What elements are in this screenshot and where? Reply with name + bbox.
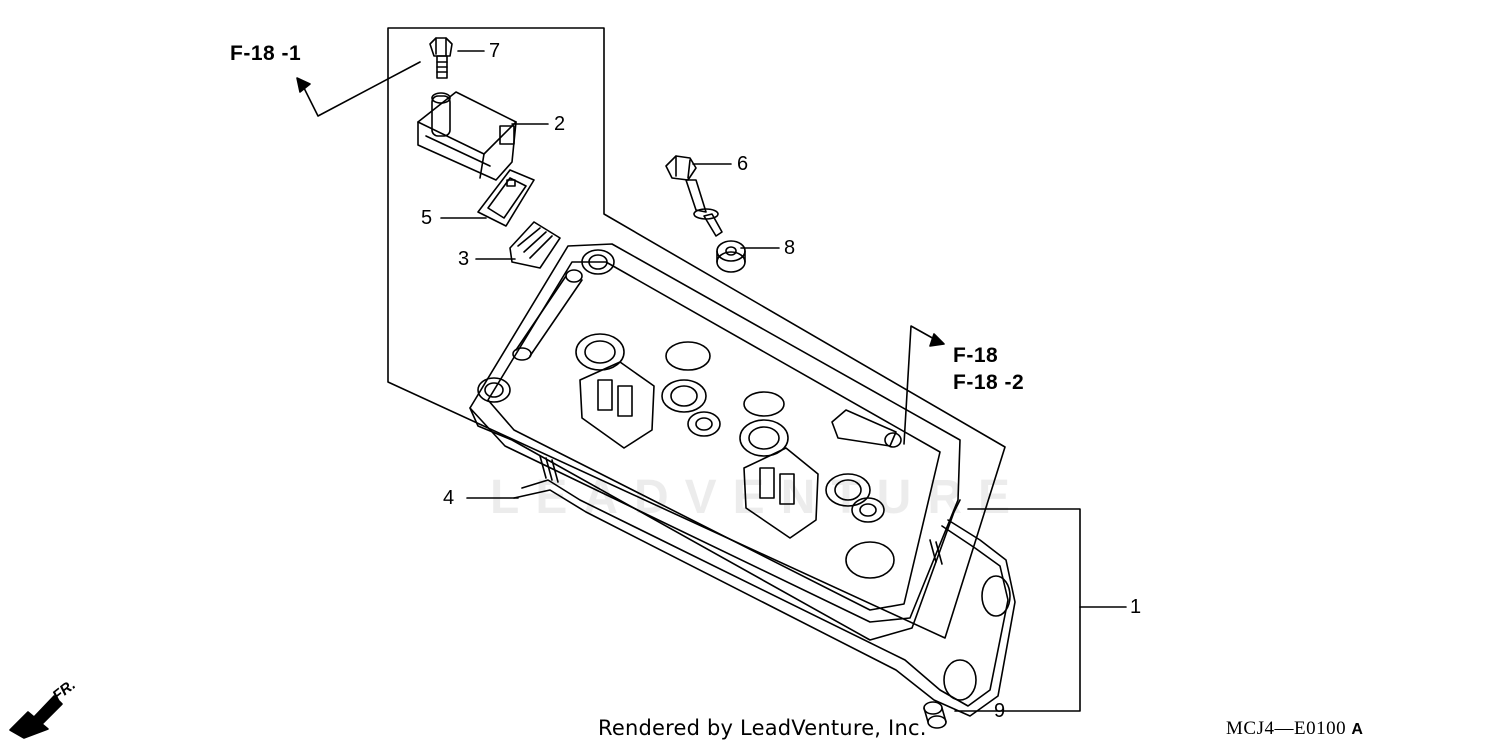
ref-f18-2-label[interactable]: F-18 -2 bbox=[953, 371, 1025, 394]
callout-4: 4 bbox=[443, 487, 455, 509]
diagram-code: MCJ4—E0100 A bbox=[1226, 718, 1363, 740]
diagram-code-suffix: A bbox=[1351, 721, 1364, 738]
callout-9: 9 bbox=[994, 700, 1006, 722]
callout-1: 1 bbox=[1130, 596, 1142, 618]
f18-arrow-line bbox=[903, 325, 937, 445]
ref-f18-label[interactable]: F-18 bbox=[953, 344, 999, 367]
diagram-code-main: MCJ4—E0100 bbox=[1226, 718, 1347, 739]
render-credit: Rendered by LeadVenture, Inc. bbox=[598, 716, 927, 740]
ref-f18-1-label[interactable]: F-18 -1 bbox=[230, 42, 302, 65]
part-7-bolt bbox=[429, 37, 453, 79]
part-2-ignition-coil bbox=[417, 91, 517, 181]
part-5-seal bbox=[477, 169, 535, 227]
callout-8: 8 bbox=[784, 237, 796, 259]
part-3-connector bbox=[509, 221, 561, 269]
callout-2: 2 bbox=[554, 113, 566, 135]
callout-6: 6 bbox=[737, 153, 749, 175]
part-1-cylinder-head-cover bbox=[469, 243, 961, 641]
callout-5: 5 bbox=[421, 207, 433, 229]
callout-3: 3 bbox=[458, 248, 470, 270]
assembly-outline bbox=[387, 27, 1006, 639]
f18-1-arrowhead bbox=[296, 77, 311, 93]
part-4-gasket bbox=[513, 479, 1016, 717]
front-direction-arrow bbox=[9, 695, 63, 739]
f18-1-arrow-line bbox=[302, 61, 421, 117]
part-8-grommet bbox=[716, 240, 746, 273]
callout-7: 7 bbox=[489, 40, 501, 62]
part-1-bracket bbox=[954, 508, 1081, 712]
part-6-bolt bbox=[665, 155, 723, 237]
part-9-dowel bbox=[923, 701, 947, 729]
f18-arrowhead bbox=[929, 333, 945, 347]
